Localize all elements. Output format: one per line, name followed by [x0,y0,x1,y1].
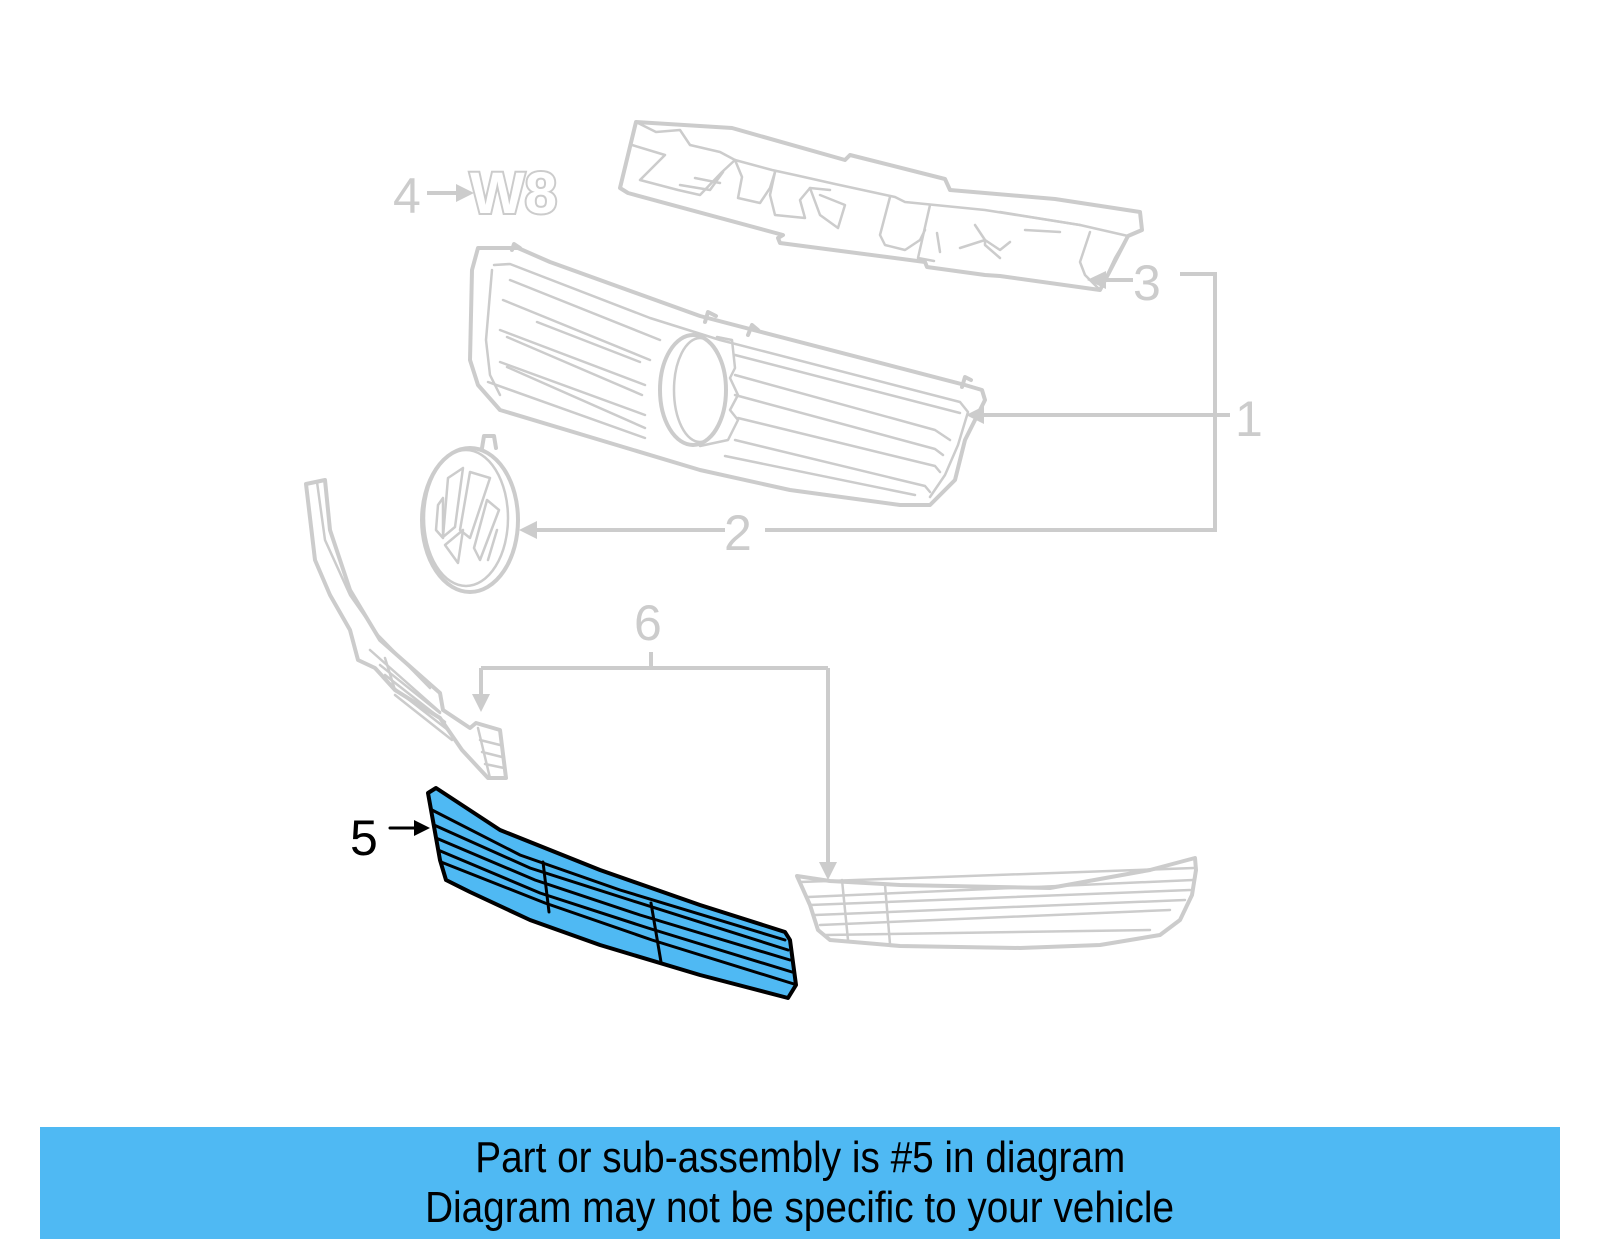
callout-1-label: 1 [1235,391,1263,447]
callout-6: 6 [472,595,837,880]
part-3-grille-carrier [618,120,1144,292]
badge-text: W8 [470,161,557,226]
callout-1: 1 [966,391,1263,447]
grille-slats-right [723,353,962,497]
part-1-grille [468,242,987,507]
callout-5-label: 5 [350,810,378,866]
callout-3: 3 [765,255,1217,532]
part-6-left-lower-grille [304,478,508,780]
callout-4-label: 4 [393,168,421,224]
part-2-emblem [420,434,520,594]
callout-6-label: 6 [634,595,662,651]
callout-2-label: 2 [724,505,752,561]
part-6-right-lower-grille [795,856,1198,950]
callout-4: 4 [393,168,474,224]
banner-line-part-number: Part or sub-assembly is #5 in diagram [475,1133,1125,1182]
callout-3-label: 3 [1133,255,1161,311]
info-banner: Part or sub-assembly is #5 in diagram Di… [40,1127,1560,1239]
callout-2: 2 [519,505,752,561]
grille-slats-left [486,278,662,440]
grille-slats-highlighted [430,808,796,986]
callout-5: 5 [350,810,430,866]
banner-line-disclaimer: Diagram may not be specific to your vehi… [425,1183,1175,1232]
part-5-lower-center-grille [426,786,798,1000]
part-4-badge: W8 [468,159,559,228]
